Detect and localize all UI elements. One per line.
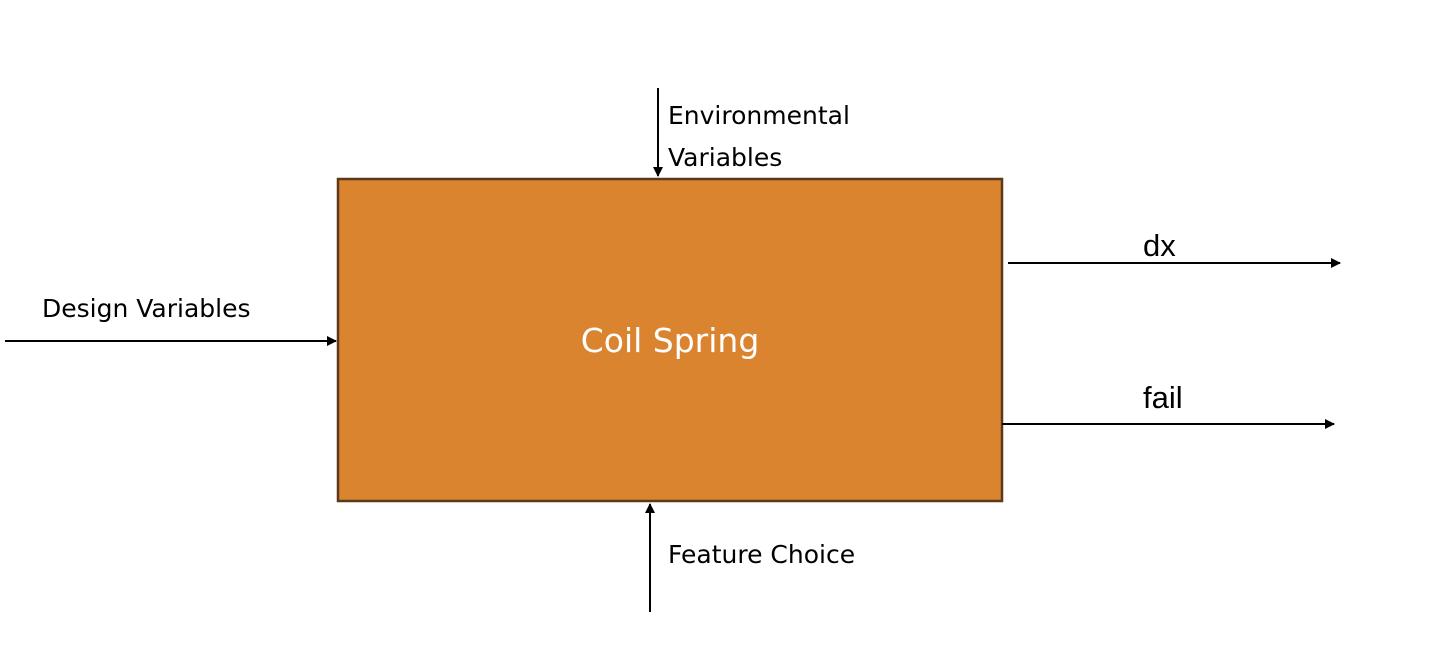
environmental-label-line2: Variables xyxy=(668,143,783,172)
dx-output-label: dx xyxy=(1143,228,1176,263)
feature-choice-label: Feature Choice xyxy=(668,540,856,569)
fail-output-label: fail xyxy=(1143,380,1183,415)
coil-spring-label: Coil Spring xyxy=(580,321,760,360)
coil-spring-block xyxy=(336,177,1004,503)
environmental-variables-label: Environmental Variables xyxy=(668,95,850,179)
block-label: Coil Spring xyxy=(338,180,1002,501)
design-variables-label: Design Variables xyxy=(42,294,251,323)
environmental-label-line1: Environmental xyxy=(668,101,850,130)
